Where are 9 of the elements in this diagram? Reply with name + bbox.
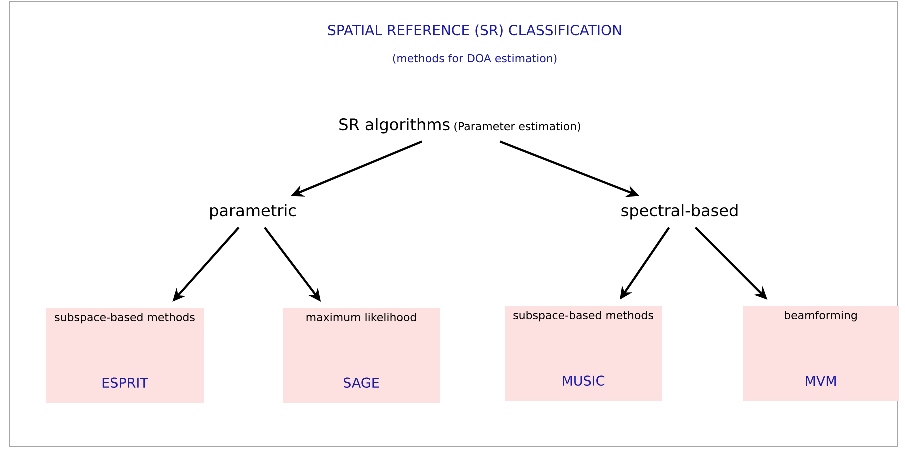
- method-box: subspace-based methods ESPRIT: [46, 308, 204, 403]
- title: SPATIAL REFERENCE (SR) CLASSIFICATION: [328, 24, 622, 38]
- method-box: subspace-based methods MUSIC: [505, 306, 662, 401]
- category-label: spectral-based: [622, 204, 738, 220]
- method-box: beamforming MVM: [743, 306, 899, 401]
- method-box: maximum likelihood SAGE: [283, 308, 440, 403]
- root-label: SR algorithms (Parameter estimation): [340, 118, 580, 134]
- category-label: parametric: [210, 204, 296, 220]
- subtitle: (methods for DOA estimation): [393, 54, 557, 64]
